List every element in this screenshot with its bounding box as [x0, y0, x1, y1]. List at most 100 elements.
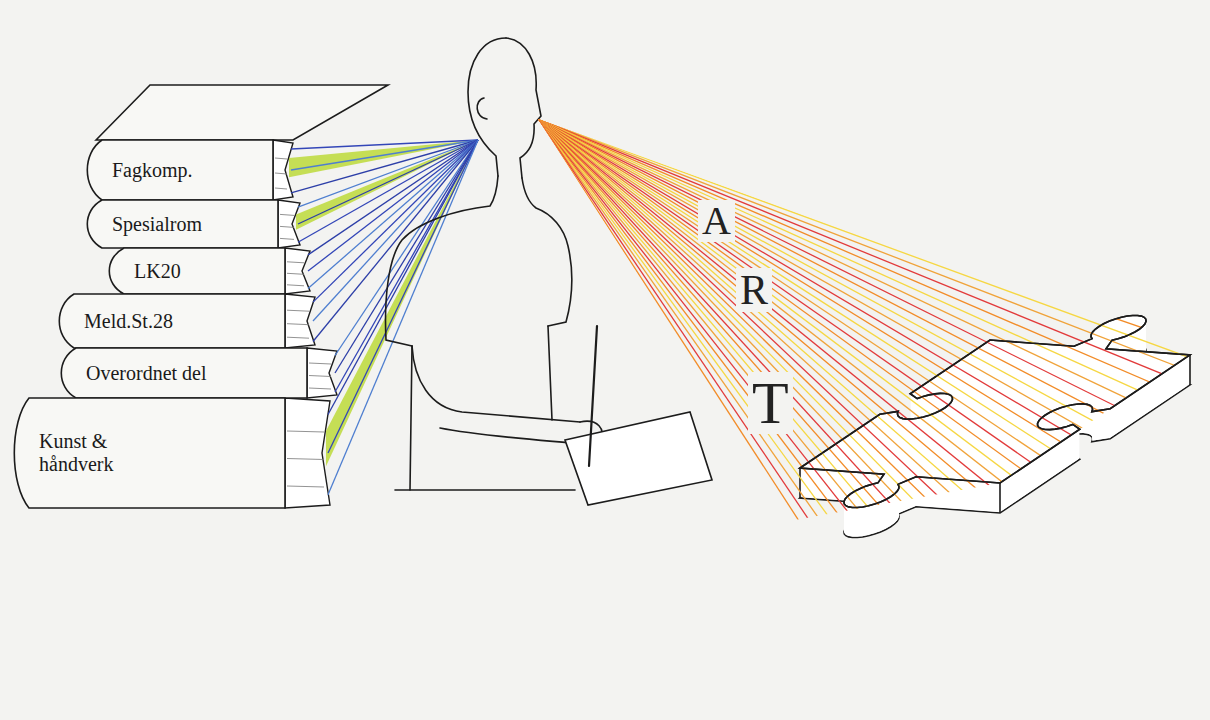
book-spine: Kunst & håndverk	[15, 398, 285, 508]
figure-line	[468, 38, 506, 176]
blue-ray	[335, 140, 478, 373]
vision-ray	[538, 119, 1172, 720]
knowledge-rays	[289, 140, 478, 495]
page-line	[309, 376, 331, 377]
figure-line	[395, 489, 575, 491]
beam-letter: T	[748, 372, 793, 434]
page-line	[287, 262, 304, 263]
vision-ray	[538, 119, 1210, 720]
blue-ray	[308, 140, 478, 255]
vision-ray	[538, 119, 1210, 720]
book-spine: Spesialrom	[88, 200, 278, 248]
blue-ray	[335, 140, 478, 356]
book-title: Overordnet del	[86, 362, 207, 385]
figure-line	[548, 326, 552, 420]
page-line	[287, 324, 309, 325]
vision-ray	[538, 119, 1210, 720]
vision-ray	[538, 119, 1210, 720]
page-line	[280, 226, 294, 227]
book-title: LK20	[134, 260, 181, 283]
vision-beam	[538, 119, 1210, 720]
page-line	[280, 214, 294, 215]
spine-shape	[109, 248, 285, 294]
page-line	[275, 173, 287, 174]
beam-letter: R	[736, 268, 772, 312]
blue-ray	[291, 140, 478, 170]
figure-line	[412, 346, 580, 422]
vision-ray	[538, 119, 1210, 581]
page-line	[309, 388, 331, 389]
blue-ray	[328, 140, 478, 495]
vision-ray	[538, 119, 1210, 597]
blue-ray	[308, 140, 478, 271]
vision-ray	[538, 119, 1186, 720]
vision-ray	[538, 119, 1210, 720]
vision-ray	[538, 119, 1210, 445]
page-line	[275, 188, 287, 189]
blue-ray	[335, 140, 478, 392]
book-title: Kunst & håndverk	[39, 430, 164, 476]
vision-ray	[538, 119, 1083, 720]
book-spine: Fagkomp.	[88, 140, 273, 200]
blue-ray	[308, 140, 478, 288]
page-line	[309, 363, 331, 364]
page-line	[287, 459, 324, 460]
book-title: Spesialrom	[112, 213, 202, 236]
vision-ray	[538, 119, 1210, 720]
figure-line	[386, 176, 498, 346]
page-block	[285, 294, 315, 348]
spine-shape	[61, 348, 307, 398]
page-line	[287, 337, 309, 338]
figure-line	[410, 346, 412, 490]
page-line	[287, 273, 304, 274]
puzzle-top	[800, 315, 1190, 507]
puzzle-edge	[1189, 355, 1191, 385]
book-spine: Overordnet del	[62, 348, 307, 398]
spine-shape	[59, 294, 285, 348]
blue-ray	[298, 140, 478, 224]
paper-sheet	[565, 412, 712, 505]
page-block	[285, 398, 330, 508]
vision-ray	[538, 119, 1210, 720]
book-cover	[96, 85, 388, 140]
page-line	[287, 486, 324, 487]
blue-ray	[328, 140, 478, 453]
book-spine: Meld.St.28	[60, 294, 285, 348]
puzzle-outline	[800, 315, 1190, 507]
beam-letter: A	[698, 200, 735, 242]
pencil	[589, 326, 597, 466]
vision-ray	[538, 119, 1210, 463]
page-line	[275, 158, 287, 159]
figure-line	[440, 428, 582, 444]
vision-ray	[538, 119, 1143, 720]
vision-ray	[538, 119, 1210, 675]
vision-ray	[538, 119, 1210, 613]
figure-line	[522, 178, 572, 326]
page-block	[285, 248, 310, 294]
blue-ray	[313, 140, 478, 302]
vision-ray	[538, 119, 1157, 720]
page-line	[280, 238, 294, 239]
page-line	[287, 431, 324, 432]
blue-ray	[328, 140, 478, 415]
book-spine: LK20	[110, 248, 285, 294]
blue-ray	[298, 140, 478, 242]
vision-ray	[538, 119, 1200, 720]
book-title: Fagkomp.	[112, 159, 193, 182]
vision-ray	[538, 119, 1210, 720]
green-band	[326, 140, 478, 466]
vision-ray	[538, 119, 1098, 720]
page-line	[287, 310, 309, 311]
figure-line	[506, 38, 541, 178]
blue-ray	[313, 140, 478, 321]
spine-shape	[87, 200, 278, 248]
figure-line	[477, 98, 487, 119]
page-block	[307, 348, 337, 398]
puzzle-edge	[999, 483, 1001, 513]
vision-ray	[538, 119, 1113, 720]
book-title: Meld.St.28	[84, 310, 173, 333]
spine-shape	[14, 398, 285, 508]
spine-shape	[87, 140, 273, 200]
vision-ray	[538, 119, 1210, 720]
